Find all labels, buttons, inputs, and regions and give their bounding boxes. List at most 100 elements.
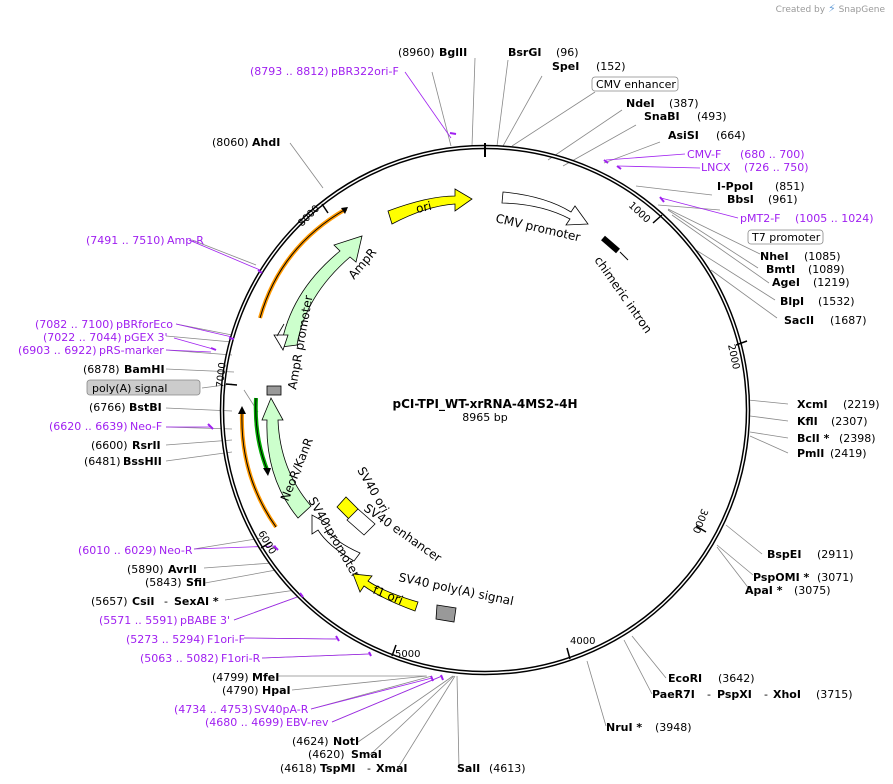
- sfiI-pos: (5843): [145, 576, 182, 589]
- sv40pAR-pos: (4734 .. 4753): [174, 703, 253, 716]
- notI-name: NotI: [333, 735, 359, 748]
- pBRfor-pos: (7082 .. 7100): [35, 318, 114, 331]
- feature-ori: ori: [387, 188, 473, 225]
- smaI-name: SmaI: [351, 748, 382, 761]
- xcmI-name: XcmI: [797, 398, 828, 411]
- pspOMI-pos: (3071): [817, 571, 854, 584]
- f1oriR-name: F1ori-R: [221, 652, 261, 665]
- tick-5000: 5000: [395, 649, 420, 660]
- bamHI-pos: (6878): [83, 363, 120, 376]
- polyA-box: [86, 379, 201, 396]
- tspMI-pos: (4618): [280, 762, 317, 775]
- pBRfor-name: pBRforEco: [116, 318, 173, 331]
- rsMarker-pos: (6903 .. 6922): [18, 344, 97, 357]
- nheI-pos: (1085): [804, 250, 841, 263]
- blpI-pos: (1532): [818, 295, 855, 308]
- paeR7I-pos: (3715): [816, 688, 853, 701]
- snapgene-logo-icon: ⚡: [827, 2, 836, 15]
- f1-ori-label: f1 ori: [371, 583, 405, 608]
- apaI-name: ApaI *: [745, 584, 783, 597]
- ageI-pos: (1219): [813, 276, 850, 289]
- rsMarker-name: pRS-marker: [99, 344, 164, 357]
- pBR322-name: pBR322ori-F: [331, 65, 399, 78]
- xcmI-pos: (2219): [843, 398, 880, 411]
- bglII-name: BglII: [439, 46, 467, 59]
- bsrGI-pos: (96): [556, 46, 579, 59]
- polyA-label: poly(A) signal: [92, 382, 167, 395]
- avrII-pos: (5890): [127, 563, 164, 576]
- feature-neo-green-bar: [253, 397, 271, 476]
- pBABE3-name: pBABE 3': [180, 614, 230, 627]
- kflI-pos: (2307): [831, 415, 868, 428]
- t7-box: [747, 229, 824, 245]
- cmv-enhancer-box: [591, 76, 679, 92]
- bstBI-name: BstBI: [129, 401, 162, 414]
- ampR-primer-pos: (7491 .. 7510): [86, 234, 165, 247]
- pmt2F-pos: (1005 .. 1024): [795, 212, 874, 225]
- neoR-primer-name: Neo-R: [159, 544, 193, 557]
- bclI-pos: (2398): [839, 432, 876, 445]
- ndeI-pos: (387): [669, 97, 699, 110]
- snaBI-pos: (493): [697, 110, 727, 123]
- asiSI-name: AsiSI: [668, 129, 699, 142]
- bstBI-pos: (6766): [89, 401, 126, 414]
- notI-pos: (4624): [292, 735, 329, 748]
- pGEX3-pos: (7022 .. 7044): [43, 331, 122, 344]
- mfeI-name: MfeI: [252, 671, 279, 684]
- bbsI-name: BbsI: [727, 193, 754, 206]
- primer-marks: [207, 132, 665, 682]
- snaBI-name: SnaBI: [644, 110, 680, 123]
- ebvRev-name: EBV-rev: [286, 716, 329, 729]
- speI-pos: (152): [596, 60, 626, 73]
- avrII-name: AvrII: [168, 563, 197, 576]
- pBR322-pos: (8793 .. 8812): [250, 65, 329, 78]
- pspXI-name: PspXI: [717, 688, 752, 701]
- sacII-pos: (1687): [830, 314, 867, 327]
- mfeI-pos: (4799): [212, 671, 249, 684]
- ecoRI-pos: (3642): [718, 672, 755, 685]
- f1oriR-pos: (5063 .. 5082): [140, 652, 219, 665]
- sfiI-name: SfiI: [186, 576, 206, 589]
- salI-pos: (4613): [489, 762, 526, 775]
- neoR-primer-pos: (6010 .. 6029): [78, 544, 157, 557]
- tspMI-name: TspMI: [320, 762, 356, 775]
- smaI-pos: (4620): [308, 748, 345, 761]
- cmvF-name: CMV-F: [687, 148, 721, 161]
- credit-brand: SnapGene: [838, 5, 885, 15]
- bbsI-pos: (961): [768, 193, 798, 206]
- feature-polyA-box: [266, 385, 282, 396]
- feature-ampR-orange: [258, 207, 348, 319]
- csiI-sep: -: [164, 595, 168, 608]
- sv40-enhancer-label: SV40 enhancer: [361, 501, 444, 565]
- apaI-pos: (3075): [794, 584, 831, 597]
- tick-2000: 2000: [725, 343, 741, 370]
- tick-marks: [225, 203, 748, 660]
- ndeI-name: NdeI: [626, 97, 655, 110]
- neoF-name: Neo-F: [130, 420, 162, 433]
- credit-text: Created by: [775, 5, 826, 15]
- csiI-name: CsiI: [132, 595, 154, 608]
- pGEX3-name: pGEX 3': [124, 331, 168, 344]
- hpaI-name: HpaI: [262, 684, 291, 697]
- bssHII-pos: (6481): [84, 455, 121, 468]
- ippoI-pos: (851): [775, 180, 805, 193]
- primer-connectors: [165, 71, 739, 723]
- rsrII-pos: (6600): [91, 439, 128, 452]
- hpaI-pos: (4790): [222, 684, 259, 697]
- feature-chimeric-intron: chimeric intron: [592, 235, 655, 336]
- ippoI-name: I-PpoI: [717, 180, 753, 193]
- rsrII-name: RsrII: [132, 439, 161, 452]
- nheI-name: NheI: [760, 250, 789, 263]
- lncx-name: LNCX: [701, 161, 731, 174]
- pmlI-pos: (2419): [830, 447, 867, 460]
- tspMI-sep: -: [367, 762, 371, 775]
- tick-4000: 4000: [570, 636, 595, 647]
- bspEI-name: BspEI: [767, 548, 801, 561]
- speI-name: SpeI: [552, 60, 579, 73]
- ori-label: ori: [415, 199, 433, 216]
- asiSI-pos: (664): [716, 129, 746, 142]
- paeR7I-sep2: -: [764, 688, 768, 701]
- bmtI-name: BmtI: [766, 263, 795, 276]
- bspEI-pos: (2911): [817, 548, 854, 561]
